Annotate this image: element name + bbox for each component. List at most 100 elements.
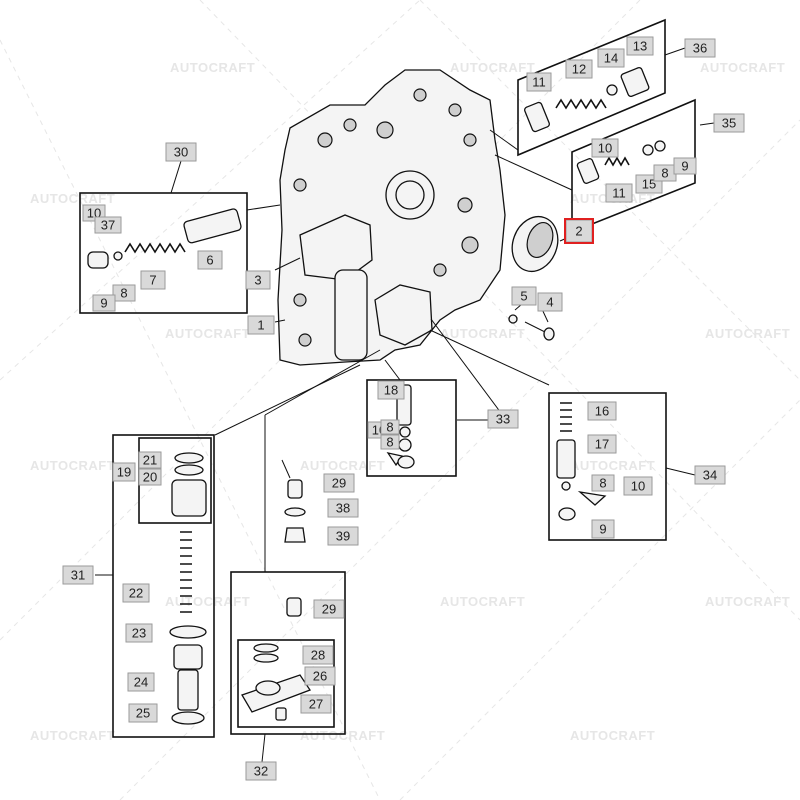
svg-text:29: 29 <box>332 476 346 491</box>
assembly-group-34 <box>548 392 667 541</box>
assembly-group-36 <box>517 18 666 157</box>
callout-8: 8 <box>112 284 136 302</box>
svg-text:8: 8 <box>661 166 668 181</box>
svg-text:15: 15 <box>642 177 656 192</box>
svg-text:11: 11 <box>612 186 626 201</box>
loose-parts-29-38-39 <box>284 479 306 543</box>
svg-text:10: 10 <box>598 141 612 156</box>
callout-19: 19 <box>112 462 136 482</box>
svg-text:13: 13 <box>633 39 647 54</box>
svg-text:3: 3 <box>254 273 261 288</box>
callout-8: 8 <box>380 419 400 435</box>
svg-text:14: 14 <box>604 51 618 66</box>
callout-11: 11 <box>605 183 633 203</box>
svg-text:10: 10 <box>631 479 645 494</box>
callout-35: 35 <box>713 113 745 133</box>
callout-8: 8 <box>653 164 677 182</box>
callout-39: 39 <box>327 526 359 546</box>
svg-text:16: 16 <box>595 404 609 419</box>
highlight-frame <box>564 218 594 244</box>
svg-text:31: 31 <box>71 568 85 583</box>
callout-14: 14 <box>597 48 625 68</box>
callout-31: 31 <box>62 565 94 585</box>
svg-text:29: 29 <box>322 602 336 617</box>
svg-text:9: 9 <box>100 296 107 311</box>
svg-text:37: 37 <box>101 218 115 233</box>
watermark-text: AUTOCRAFT <box>165 594 250 609</box>
callout-10: 10 <box>623 476 653 496</box>
svg-text:28: 28 <box>311 648 325 663</box>
assembly-group-33 <box>366 379 457 477</box>
watermark-text: AUTOCRAFT <box>705 594 790 609</box>
svg-text:32: 32 <box>254 764 268 779</box>
callout-37: 37 <box>94 216 122 234</box>
watermark-text: AUTOCRAFT <box>300 458 385 473</box>
callout-28: 28 <box>302 645 334 665</box>
callout-23: 23 <box>125 623 153 643</box>
svg-text:7: 7 <box>149 273 156 288</box>
svg-text:11: 11 <box>532 75 546 90</box>
callout-labels: 1 2 3 4 5 6 7 8 9 10 37 30 36 11 12 14 1… <box>62 36 745 781</box>
assembly-group-35 <box>571 98 696 234</box>
assembly-group-30 <box>79 192 248 314</box>
svg-text:9: 9 <box>681 159 688 174</box>
svg-text:2: 2 <box>575 224 582 239</box>
callout-3: 3 <box>245 270 271 290</box>
svg-text:36: 36 <box>693 41 707 56</box>
watermark-text: AUTOCRAFT <box>30 191 115 206</box>
watermark-text: AUTOCRAFT <box>700 60 785 75</box>
callout-9: 9 <box>92 294 116 312</box>
callout-8: 8 <box>591 474 615 492</box>
callout-32: 32 <box>245 761 277 781</box>
svg-text:34: 34 <box>703 468 717 483</box>
svg-text:19: 19 <box>117 465 131 480</box>
svg-text:23: 23 <box>132 626 146 641</box>
callout-17: 17 <box>587 434 617 454</box>
callout-26: 26 <box>304 666 336 686</box>
callout-30: 30 <box>165 142 197 162</box>
callout-10: 10 <box>591 138 619 158</box>
leader-lines <box>95 47 715 763</box>
callout-8: 8 <box>380 434 400 450</box>
watermark-text: AUTOCRAFT <box>300 728 385 743</box>
svg-text:38: 38 <box>336 501 350 516</box>
callout-33: 33 <box>487 409 519 429</box>
watermark-text: AUTOCRAFT <box>165 326 250 341</box>
callout-12: 12 <box>565 59 593 79</box>
svg-text:27: 27 <box>309 697 323 712</box>
callout-38: 38 <box>327 498 359 518</box>
valve-body <box>277 69 506 366</box>
watermark-text: AUTOCRAFT <box>570 728 655 743</box>
svg-text:17: 17 <box>595 437 609 452</box>
svg-text:5: 5 <box>520 289 527 304</box>
watermark-text: AUTOCRAFT <box>440 326 525 341</box>
svg-text:18: 18 <box>384 383 398 398</box>
assembly-group-31 <box>112 434 215 738</box>
svg-text:24: 24 <box>134 675 148 690</box>
callout-22: 22 <box>122 583 150 603</box>
svg-text:26: 26 <box>313 669 327 684</box>
callout-29: 29 <box>313 599 345 619</box>
callout-9: 9 <box>673 157 697 175</box>
callout-20: 20 <box>138 468 162 486</box>
svg-text:9: 9 <box>599 522 606 537</box>
svg-text:12: 12 <box>572 62 586 77</box>
svg-text:22: 22 <box>129 586 143 601</box>
svg-text:39: 39 <box>336 529 350 544</box>
valve-body-solenoid <box>334 269 368 361</box>
watermark-text: AUTOCRAFT <box>30 458 115 473</box>
callout-2: 2 <box>565 219 593 243</box>
svg-text:8: 8 <box>120 286 127 301</box>
callout-34: 34 <box>694 465 726 485</box>
svg-text:35: 35 <box>722 116 736 131</box>
watermark-text: AUTOCRAFT <box>170 60 255 75</box>
callout-13: 13 <box>626 36 654 56</box>
callout-6: 6 <box>197 250 223 270</box>
svg-text:33: 33 <box>496 412 510 427</box>
callout-27: 27 <box>300 694 332 714</box>
callout-25: 25 <box>128 703 158 723</box>
svg-text:25: 25 <box>136 706 150 721</box>
callout-7: 7 <box>140 270 166 290</box>
